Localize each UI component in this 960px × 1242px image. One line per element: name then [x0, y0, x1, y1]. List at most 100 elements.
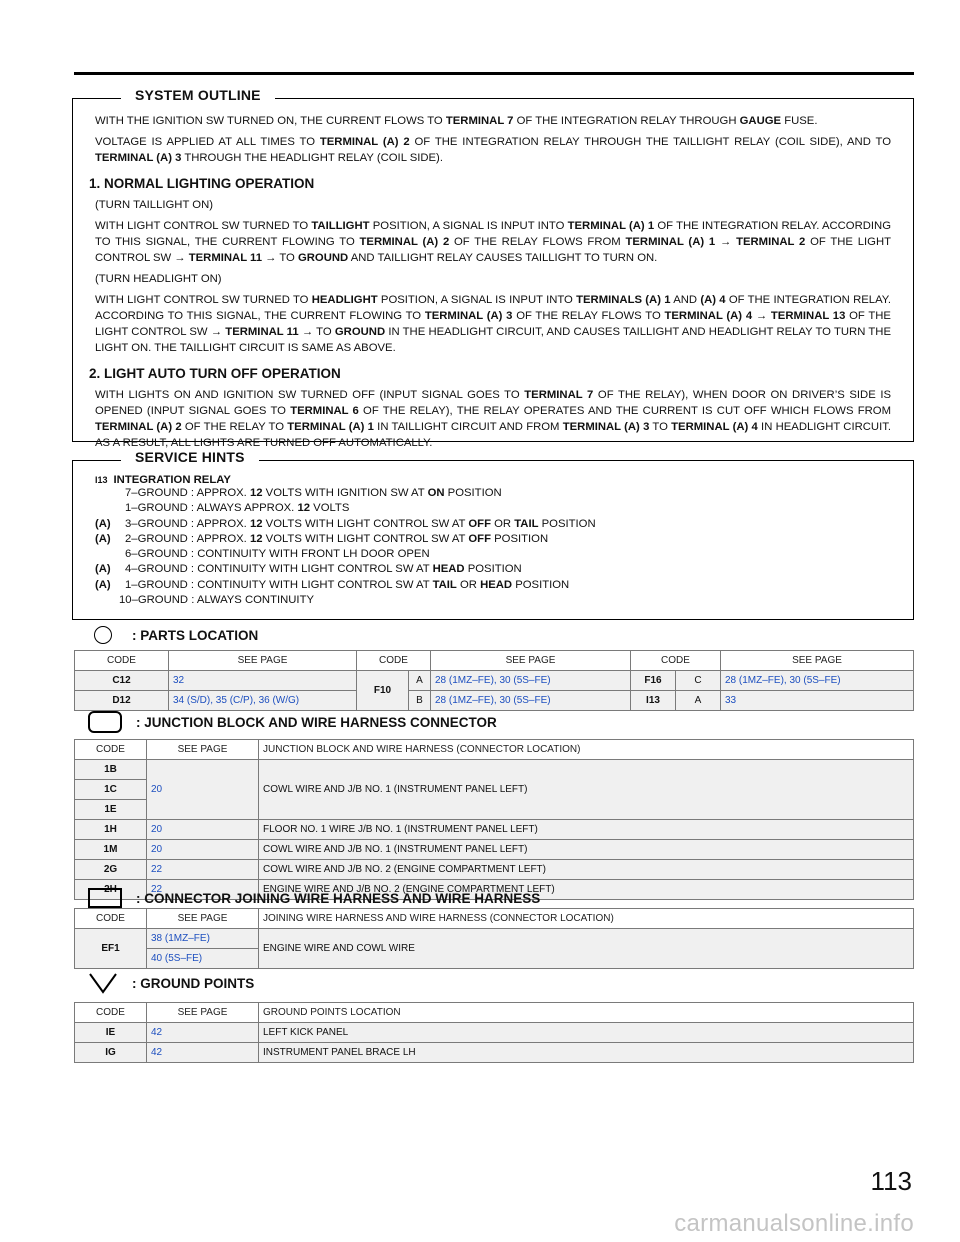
sub-code-cell: B — [408, 690, 431, 711]
hint-heading: I13 INTEGRATION RELAY — [95, 474, 891, 486]
code-cell: C12 — [74, 670, 169, 691]
hint-row: 7–GROUND : APPROX. 12 VOLTS WITH IGNITIO… — [95, 486, 891, 501]
hint-text: 4–GROUND : CONTINUITY WITH LIGHT CONTROL… — [125, 563, 522, 576]
connector-joining-icon — [88, 888, 122, 908]
page-link[interactable]: 20 — [146, 759, 259, 820]
code-cell: 1E — [74, 799, 147, 820]
system-outline-box: SYSTEM OUTLINE WITH THE IGNITION SW TURN… — [72, 87, 914, 449]
table-row: 2G 22 COWL WIRE AND J/B NO. 2 (ENGINE CO… — [74, 859, 914, 880]
code-cell: 2G — [74, 859, 147, 880]
table-header-row: CODE SEE PAGE GROUND POINTS LOCATION — [74, 1002, 914, 1023]
col-see-page: SEE PAGE — [146, 1002, 259, 1023]
table-header-row: CODE SEE PAGE CODE SEE PAGE CODE SEE PAG… — [74, 650, 914, 671]
page-link[interactable]: 22 — [146, 859, 259, 880]
page-link[interactable]: 28 (1MZ–FE), 30 (5S–FE) — [720, 670, 914, 691]
code-cell: F16 — [630, 670, 676, 691]
hint-text: 7–GROUND : APPROX. 12 VOLTS WITH IGNITIO… — [125, 487, 502, 499]
page-number: 113 — [870, 1166, 912, 1196]
col-location: JOINING WIRE HARNESS AND WIRE HARNESS (C… — [258, 908, 914, 929]
hint-row: (A)3–GROUND : APPROX. 12 VOLTS WITH LIGH… — [95, 517, 891, 532]
col-location: JUNCTION BLOCK AND WIRE HARNESS (CONNECT… — [258, 739, 914, 760]
col-see-page: SEE PAGE — [168, 650, 357, 671]
page-link[interactable]: 20 — [146, 819, 259, 840]
hint-text: 2–GROUND : APPROX. 12 VOLTS WITH LIGHT C… — [125, 532, 549, 545]
hint-terminal-prefix — [95, 486, 125, 501]
code-cell: 1C — [74, 779, 147, 800]
code-cell: IE — [74, 1022, 147, 1043]
normal-lighting-body: (TURN TAILLIGHT ON)WITH LIGHT CONTROL SW… — [95, 197, 891, 356]
watermark: carmanualsonline.info — [674, 1210, 914, 1237]
col-location: GROUND POINTS LOCATION — [258, 1002, 914, 1023]
table-row: IE 42 LEFT KICK PANEL — [74, 1022, 914, 1043]
sub-code-cell: A — [675, 690, 721, 711]
code-cell: D12 — [74, 690, 169, 711]
junction-block-label: : JUNCTION BLOCK AND WIRE HARNESS CONNEC… — [136, 714, 497, 730]
table-row: 1B 20 COWL WIRE AND J/B NO. 1 (INSTRUMEN… — [74, 759, 914, 820]
system-outline-title: SYSTEM OUTLINE — [121, 87, 275, 103]
code-cell: 1M — [74, 839, 147, 860]
table-row: 1E — [74, 799, 914, 820]
col-code: CODE — [630, 650, 721, 671]
outline-paragraph: VOLTAGE IS APPLIED AT ALL TIMES TO TERMI… — [95, 136, 891, 164]
table-row: 2H 22 ENGINE WIRE AND J/B NO. 2 (ENGINE … — [74, 879, 914, 900]
col-see-page: SEE PAGE — [146, 739, 259, 760]
code-cell: I13 — [630, 690, 676, 711]
auto-turn-off-body: WITH LIGHTS ON AND IGNITION SW TURNED OF… — [95, 387, 891, 451]
ground-points-label: : GROUND POINTS — [132, 975, 255, 991]
table-header-row: CODE SEE PAGE JUNCTION BLOCK AND WIRE HA… — [74, 739, 914, 760]
parts-location-table: CODE SEE PAGE CODE SEE PAGE CODE SEE PAG… — [74, 650, 914, 711]
col-see-page: SEE PAGE — [146, 908, 259, 929]
table-row: 1C — [74, 779, 914, 800]
location-cell: ENGINE WIRE AND COWL WIRE — [258, 928, 914, 969]
table-row: 1M 20 COWL WIRE AND J/B NO. 1 (INSTRUMEN… — [74, 839, 914, 860]
page-link[interactable]: 34 (S/D), 35 (C/P), 36 (W/G) — [168, 690, 357, 711]
sub-code-cell: C — [675, 670, 721, 691]
page-link[interactable]: 22 — [146, 879, 259, 900]
page-link[interactable]: 38 (1MZ–FE) — [146, 928, 259, 949]
page-link[interactable]: 28 (1MZ–FE), 30 (5S–FE) — [430, 690, 631, 711]
code-cell: F10 — [356, 670, 409, 711]
code-cell: 1B — [74, 759, 147, 780]
hint-terminal-prefix: (A) — [95, 517, 111, 530]
outline-paragraph: (TURN HEADLIGHT ON) — [95, 273, 222, 285]
col-code: CODE — [74, 1002, 147, 1023]
location-cell: INSTRUMENT PANEL BRACE LH — [258, 1042, 914, 1063]
page-link[interactable]: 42 — [146, 1042, 259, 1063]
hint-row: 10–GROUND : ALWAYS CONTINUITY — [95, 593, 891, 608]
code-cell: 1H — [74, 819, 147, 840]
location-cell: LEFT KICK PANEL — [258, 1022, 914, 1043]
hint-text: 10–GROUND : ALWAYS CONTINUITY — [119, 594, 315, 607]
connector-joining-table: CODE SEE PAGE JOINING WIRE HARNESS AND W… — [74, 908, 914, 969]
hint-terminal-prefix: (A) — [95, 563, 111, 576]
page-link[interactable]: 33 — [720, 690, 914, 711]
junction-block-heading: : JUNCTION BLOCK AND WIRE HARNESS CONNEC… — [88, 711, 497, 733]
page-link[interactable]: 28 (1MZ–FE), 30 (5S–FE) — [430, 670, 631, 691]
auto-turn-off-heading: 2. LIGHT AUTO TURN OFF OPERATION — [89, 366, 341, 381]
col-see-page: SEE PAGE — [720, 650, 914, 671]
col-code: CODE — [74, 650, 169, 671]
page-link[interactable]: 40 (5S–FE) — [146, 948, 259, 969]
table-row: D12 34 (S/D), 35 (C/P), 36 (W/G) B 28 (1… — [74, 690, 914, 711]
hint-component-name: INTEGRATION RELAY — [113, 474, 231, 486]
outline-intro: WITH THE IGNITION SW TURNED ON, THE CURR… — [95, 113, 891, 166]
table-row: C12 32 F10 A 28 (1MZ–FE), 30 (5S–FE) F16… — [74, 670, 914, 711]
location-cell: COWL WIRE AND J/B NO. 1 (INSTRUMENT PANE… — [258, 759, 914, 820]
page-link[interactable]: 42 — [146, 1022, 259, 1043]
col-code: CODE — [74, 739, 147, 760]
outline-paragraph: WITH LIGHT CONTROL SW TURNED TO TAILLIGH… — [95, 220, 892, 264]
location-cell: FLOOR NO. 1 WIRE J/B NO. 1 (INSTRUMENT P… — [258, 819, 914, 840]
col-see-page: SEE PAGE — [430, 650, 631, 671]
hint-row: (A) 4–GROUND : CONTINUITY WITH LIGHT CONT… — [95, 562, 891, 577]
location-cell: ENGINE WIRE AND J/B NO. 2 (ENGINE COMPAR… — [258, 879, 914, 900]
hint-connector-code: I13 — [95, 475, 108, 485]
hint-text: 1–GROUND : CONTINUITY WITH LIGHT CONTROL… — [125, 578, 570, 591]
connector-joining-heading: : CONNECTOR JOINING WIRE HARNESS AND WIR… — [88, 888, 540, 908]
hint-rows: 7–GROUND : APPROX. 12 VOLTS WITH IGNITIO… — [95, 486, 891, 608]
outline-paragraph: WITH LIGHTS ON AND IGNITION SW TURNED OF… — [95, 389, 892, 449]
page-link[interactable]: 32 — [168, 670, 357, 691]
outline-paragraph: WITH LIGHT CONTROL SW TURNED TO HEADLIGH… — [95, 294, 891, 354]
junction-block-connector-icon — [88, 711, 122, 733]
ground-points-heading: : GROUND POINTS — [88, 972, 254, 994]
hint-row: 6–GROUND : CONTINUITY WITH FRONT LH DOOR… — [95, 547, 891, 562]
page-link[interactable]: 20 — [146, 839, 259, 860]
